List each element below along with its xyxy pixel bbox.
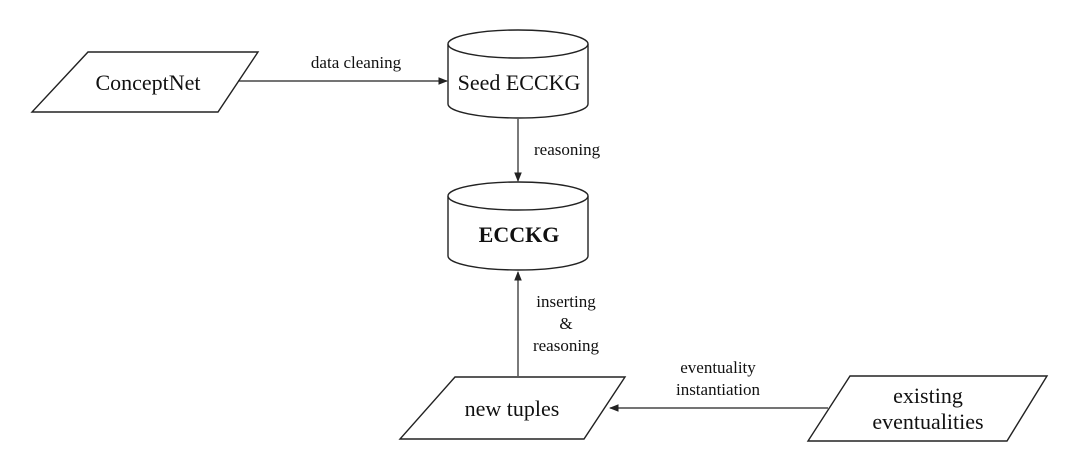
- existing-eventualities-label-line2: eventualities: [872, 409, 983, 434]
- inserting-reasoning-label-line1: inserting: [536, 292, 596, 311]
- new-tuples-shape: [398, 376, 627, 440]
- existing-eventualities-node: existing eventualities: [806, 375, 1049, 442]
- ecckg-top: [447, 181, 589, 211]
- new-tuples-label: new tuples: [465, 396, 560, 421]
- inserting-reasoning-label-line2: &: [559, 314, 572, 333]
- conceptnet-node: ConceptNet: [30, 51, 260, 113]
- eventuality-instantiation-label-line1: eventuality: [680, 358, 756, 377]
- inserting-reasoning-label-line3: reasoning: [533, 336, 600, 355]
- seed-ecckg-top: [447, 29, 589, 59]
- edge-data-cleaning: data cleaning: [238, 53, 448, 85]
- conceptnet-label: ConceptNet: [95, 70, 200, 95]
- existing-eventualities-label-line1: existing: [893, 383, 963, 408]
- data-cleaning-label: data cleaning: [311, 53, 402, 72]
- existing-eventualities-shape: [806, 375, 1049, 442]
- conceptnet-shape: [30, 51, 260, 113]
- eventuality-instantiation-label-line2: instantiation: [676, 380, 761, 399]
- reasoning-label: reasoning: [534, 140, 601, 159]
- edge-reasoning: reasoning: [514, 119, 601, 182]
- ecckg-body: [447, 196, 589, 271]
- seed-ecckg-label: Seed ECCKG: [458, 70, 581, 95]
- edge-inserting-reasoning: inserting & reasoning: [514, 271, 600, 376]
- seed-ecckg-node: Seed ECCKG: [447, 29, 589, 119]
- seed-ecckg-body: [447, 44, 589, 119]
- new-tuples-node: new tuples: [398, 376, 627, 440]
- ecckg-label: ECCKG: [479, 222, 560, 247]
- ecckg-node: ECCKG: [447, 181, 589, 271]
- edge-eventuality-instantiation: eventuality instantiation: [609, 358, 828, 412]
